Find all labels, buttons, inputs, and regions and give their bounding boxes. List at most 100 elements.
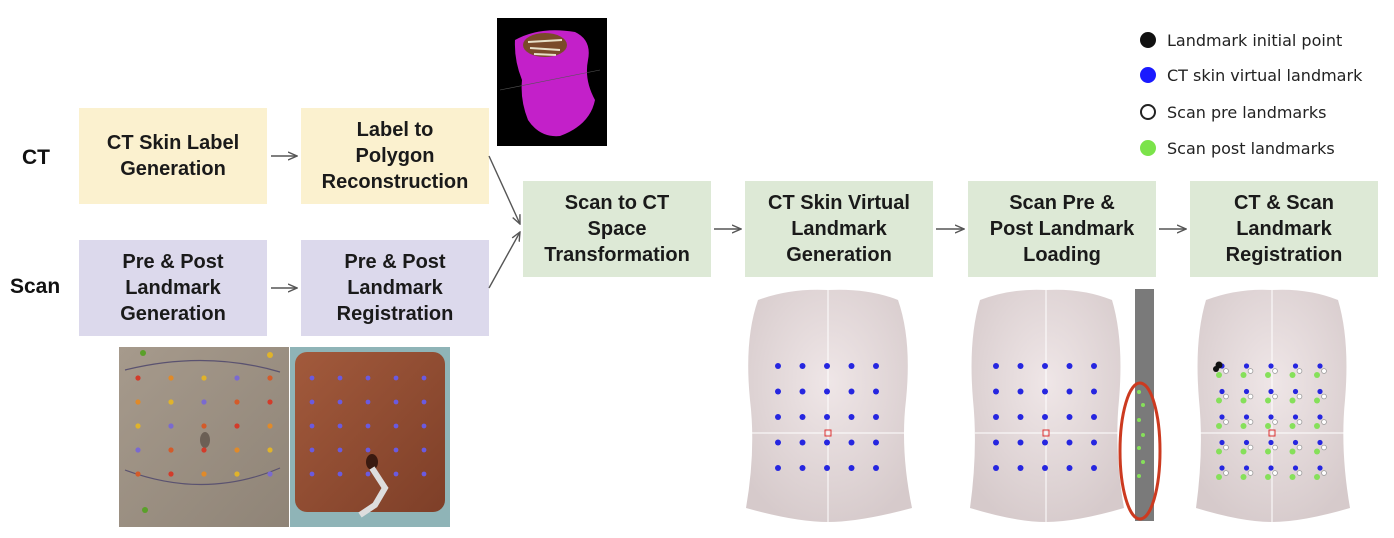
box-label-to-polygon: Label to Polygon Reconstruction — [301, 108, 489, 204]
landmark-dot — [993, 465, 999, 471]
landmark-dot — [1137, 418, 1141, 422]
landmark-dot — [1091, 388, 1097, 395]
landmark-dot — [993, 388, 999, 395]
landmark-dot — [1223, 419, 1229, 425]
landmark-dot — [1243, 414, 1250, 420]
landmark-dot — [1268, 388, 1274, 395]
landmark-dot — [993, 363, 999, 369]
landmark-dot — [799, 465, 806, 471]
torso-ct-scan-registration — [1196, 289, 1350, 522]
landmark-dot — [1289, 474, 1296, 480]
landmark-dot — [267, 471, 273, 477]
torso3-landmarks — [1213, 361, 1327, 480]
legend-dot-black — [1140, 32, 1156, 48]
landmark-dot — [1216, 372, 1222, 378]
landmark-dot — [775, 439, 781, 446]
landmark-dot — [1289, 397, 1296, 404]
arrow-registration-to-transform — [488, 232, 520, 289]
landmark-dot — [365, 423, 371, 429]
landmark-dot — [1296, 368, 1303, 374]
landmark-dot — [1240, 448, 1247, 455]
landmark-dot — [1314, 372, 1320, 378]
landmark-dot — [135, 447, 141, 453]
landmark-dot — [1321, 444, 1327, 451]
arrows — [271, 156, 1186, 288]
landmark-dot — [1216, 448, 1222, 455]
landmark-dot — [1247, 419, 1254, 425]
legend-item-scan-pre: Scan pre landmarks — [1140, 101, 1326, 123]
landmark-dot — [267, 447, 273, 453]
landmark-dot — [1042, 439, 1048, 446]
box-pre-post-landmark-generation: Pre & Post Landmark Generation — [79, 240, 267, 336]
landmark-dot — [1240, 474, 1247, 480]
landmark-dot — [1219, 388, 1225, 395]
landmark-dot — [1321, 393, 1327, 400]
landmark-dot — [1219, 439, 1225, 446]
legend-label: Scan pre landmarks — [1167, 102, 1327, 122]
landmark-dot — [1292, 465, 1299, 471]
landmark-dot — [267, 352, 273, 358]
landmark-dot — [848, 439, 855, 446]
landmark-dot — [848, 363, 855, 369]
landmark-dot — [393, 399, 399, 405]
landmark-dot — [1137, 390, 1141, 394]
legend-item-ct-virtual: CT skin virtual landmark — [1140, 64, 1362, 86]
landmark-dot — [1216, 397, 1222, 404]
landmark-dot — [1042, 414, 1048, 420]
landmark-dot — [1296, 419, 1303, 425]
landmark-dot — [1289, 448, 1296, 455]
landmark-dot — [1272, 419, 1278, 425]
landmark-dot — [1317, 414, 1323, 420]
landmark-dot — [1247, 393, 1254, 400]
landmark-dot — [1137, 474, 1141, 478]
landmark-dot — [168, 471, 174, 477]
landmark-dot — [168, 375, 174, 381]
landmark-dot — [201, 375, 207, 381]
landmark-dot — [201, 447, 207, 453]
landmark-dot — [1017, 388, 1024, 395]
landmark-dot — [1292, 388, 1299, 395]
landmark-dot — [365, 471, 371, 477]
landmark-dot — [775, 465, 781, 471]
landmark-dot — [993, 439, 999, 446]
landmark-dot — [1268, 363, 1274, 369]
legend-dot-blue — [1140, 67, 1156, 83]
landmark-dot — [1216, 474, 1222, 480]
landmark-dot — [1265, 423, 1271, 429]
landmark-dot — [799, 439, 806, 446]
legend-label: Landmark initial point — [1167, 30, 1343, 50]
landmark-dot — [365, 447, 371, 453]
landmark-dot — [1321, 470, 1327, 476]
landmark-dot — [1268, 439, 1274, 446]
landmark-dot — [1317, 388, 1323, 395]
landmark-dot — [799, 414, 806, 420]
landmark-dot — [1042, 388, 1048, 395]
landmark-dot — [824, 388, 830, 395]
landmark-dot — [1042, 363, 1048, 369]
landmark-dot — [873, 363, 879, 369]
landmark-dot — [421, 471, 427, 477]
landmark-dot — [135, 471, 141, 477]
landmark-dot — [1289, 423, 1296, 429]
patient-abdomen-photo-post — [290, 347, 450, 527]
landmark-dot — [1272, 444, 1278, 451]
landmark-dot — [1017, 439, 1024, 446]
landmark-dot — [1317, 439, 1323, 446]
box-scan-pre-post-loading: Scan Pre & Post Landmark Loading — [968, 181, 1156, 277]
landmark-dot — [234, 471, 240, 477]
landmark-dot — [1091, 363, 1097, 369]
landmark-dot — [1296, 393, 1303, 400]
torso-scan-pre-post-loading — [970, 289, 1162, 522]
landmark-dot — [393, 447, 399, 453]
landmark-dot — [267, 423, 273, 429]
landmark-dot — [1296, 470, 1303, 476]
landmark-dot — [993, 414, 999, 420]
box-ct-skin-label-generation: CT Skin Label Generation — [79, 108, 267, 204]
landmark-dot — [234, 447, 240, 453]
landmark-dot — [142, 507, 148, 513]
landmark-dot — [168, 447, 174, 453]
landmark-dot — [1223, 444, 1229, 451]
landmark-dot — [775, 414, 781, 420]
legend-label: CT skin virtual landmark — [1167, 65, 1363, 85]
